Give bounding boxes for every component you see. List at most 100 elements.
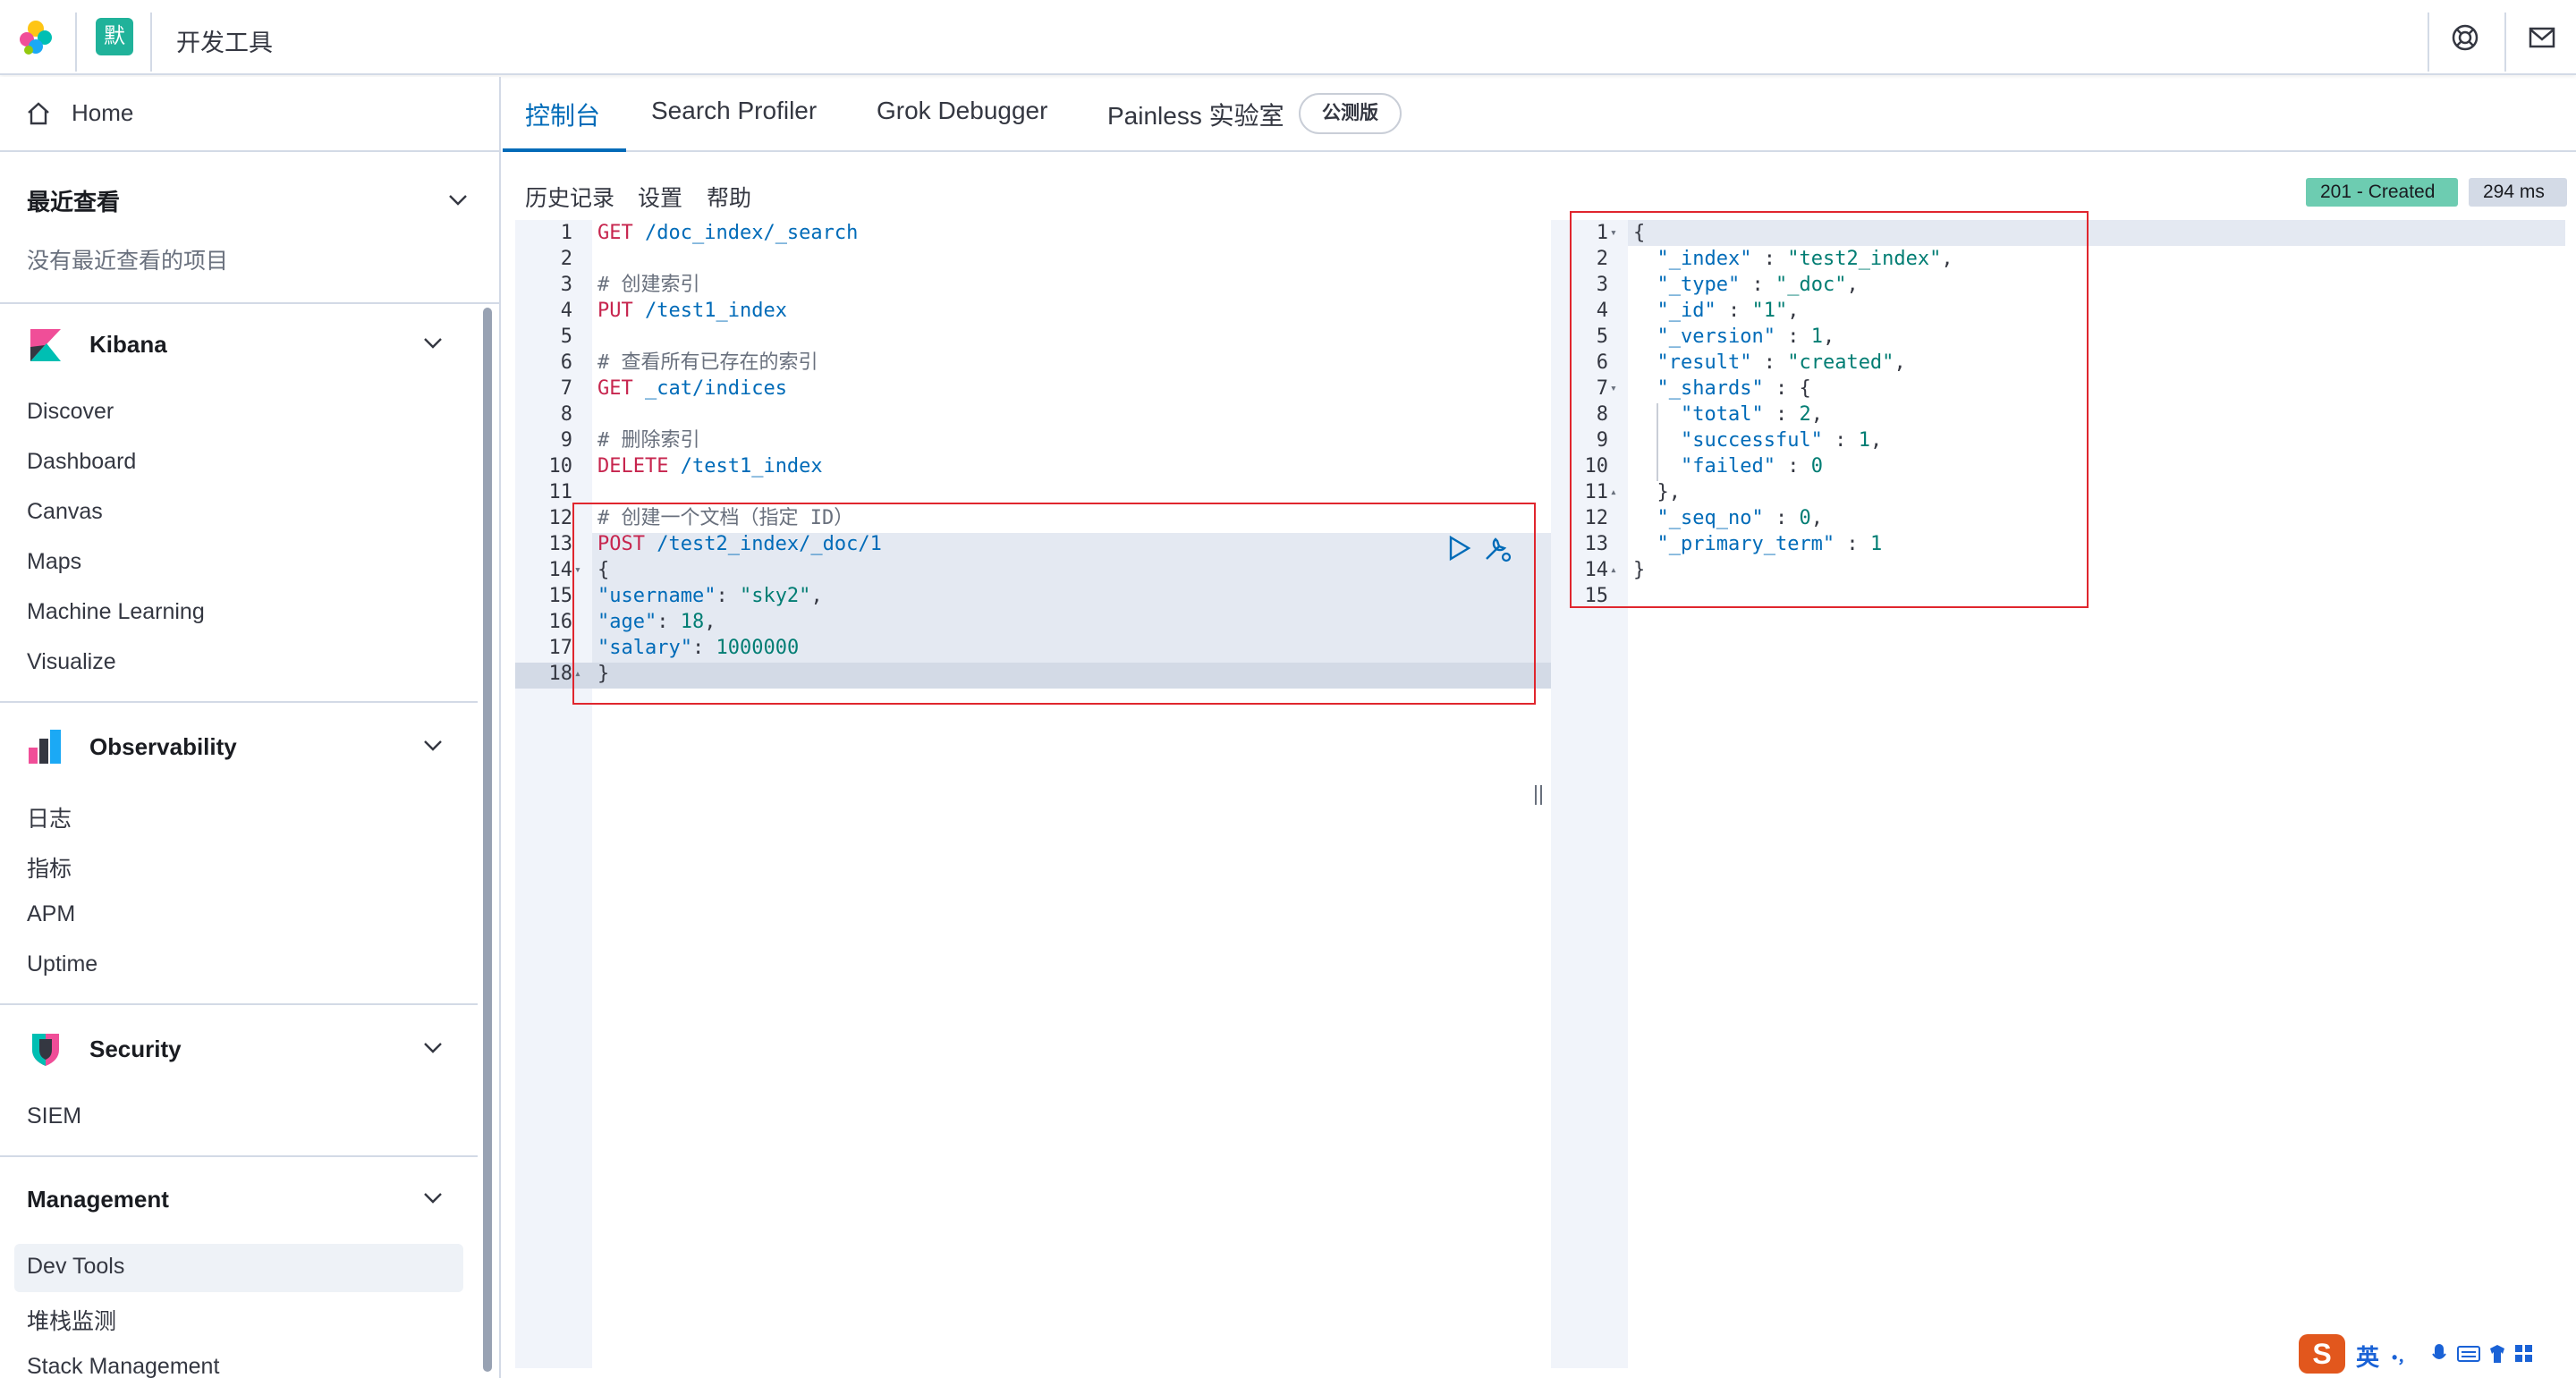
fold-toggle-icon[interactable]: ▾ <box>574 563 581 577</box>
sidebar-item-apm[interactable]: APM <box>27 901 76 926</box>
sidebar-item-maps[interactable]: Maps <box>27 549 82 574</box>
code-line[interactable]: 6# 查看所有已存在的索引 <box>515 350 1546 376</box>
line-number: 5 <box>1596 325 1608 348</box>
sidebar-scrollbar[interactable] <box>483 308 492 1372</box>
code-line[interactable]: 2 <box>515 246 1546 272</box>
editor-gutter <box>515 220 592 1368</box>
nav-group-management[interactable]: Management <box>27 1186 169 1213</box>
line-number: 6 <box>560 351 572 374</box>
mail-icon[interactable] <box>2524 20 2560 55</box>
code-line[interactable]: 3 "_type" : "_doc", <box>1551 272 2576 298</box>
code-line[interactable]: 4 "_id" : "1", <box>1551 298 2576 324</box>
space-avatar[interactable]: 默 <box>96 18 133 55</box>
code-line[interactable]: 15"username": "sky2", <box>515 583 1546 609</box>
code-line[interactable]: 14▾{ <box>515 557 1546 583</box>
play-icon[interactable] <box>1449 535 1471 562</box>
wrench-icon[interactable] <box>1486 537 1512 562</box>
code-line[interactable]: 13 "_primary_term" : 1 <box>1551 531 2576 557</box>
code-line[interactable]: 2 "_index" : "test2_index", <box>1551 246 2576 272</box>
chevron-down-icon[interactable] <box>420 1036 445 1061</box>
sidebar-item-metrics[interactable]: 指标 <box>27 857 72 882</box>
code-line[interactable]: 17"salary": 1000000 <box>515 635 1546 661</box>
tab-console[interactable]: 控制台 <box>525 102 601 130</box>
nav-group-observability[interactable]: Observability <box>89 733 237 760</box>
code-line[interactable]: 11 <box>515 479 1546 505</box>
recent-section-title[interactable]: 最近查看 <box>27 189 121 216</box>
menu-settings[interactable]: 设置 <box>638 186 683 211</box>
fold-toggle-icon[interactable]: ▴ <box>1610 563 1617 577</box>
response-output[interactable]: 1▾{2 "_index" : "test2_index",3 "_type" … <box>1551 220 2565 1368</box>
code-line[interactable]: 10 "failed" : 0 <box>1551 453 2576 479</box>
microphone-icon[interactable] <box>2432 1344 2446 1359</box>
tab-painless-lab[interactable]: Painless 实验室 <box>1107 102 1284 130</box>
line-number: 10 <box>1584 455 1609 478</box>
code-line[interactable]: 1▾{ <box>1551 220 2576 246</box>
output-gutter <box>1551 220 1628 1368</box>
code-line[interactable]: 3# 创建索引 <box>515 272 1546 298</box>
sidebar-item-discover[interactable]: Discover <box>27 399 114 424</box>
sidebar-item-logs[interactable]: 日志 <box>27 807 72 832</box>
fold-toggle-icon[interactable]: ▾ <box>1610 382 1617 395</box>
keyboard-icon[interactable] <box>2457 1346 2480 1362</box>
fold-toggle-icon[interactable]: ▴ <box>1610 486 1617 499</box>
resize-handle[interactable] <box>1535 785 1542 805</box>
ime-punctuation-toggle[interactable]: •， <box>2392 1348 2414 1366</box>
chevron-down-icon[interactable] <box>420 1186 445 1211</box>
code-text: "total" : 2, <box>1680 403 1823 426</box>
nav-group-security[interactable]: Security <box>89 1036 182 1062</box>
chevron-down-icon[interactable] <box>445 188 470 213</box>
menu-help[interactable]: 帮助 <box>707 186 752 211</box>
chevron-down-icon[interactable] <box>420 331 445 356</box>
code-line[interactable]: 11▴ }, <box>1551 479 2576 505</box>
toolbox-icon[interactable] <box>2515 1345 2532 1362</box>
tab-grok-debugger[interactable]: Grok Debugger <box>877 97 1048 124</box>
menu-history[interactable]: 历史记录 <box>525 186 615 211</box>
sidebar-item-uptime[interactable]: Uptime <box>27 951 98 976</box>
sidebar-item-home[interactable]: Home <box>0 77 499 152</box>
ime-language-toggle[interactable]: 英 <box>2356 1344 2380 1371</box>
fold-toggle-icon[interactable]: ▴ <box>574 667 581 681</box>
help-lifebuoy-icon[interactable] <box>2447 20 2483 55</box>
sidebar-item-visualize[interactable]: Visualize <box>27 649 116 674</box>
line-number: 18 <box>548 663 573 685</box>
sidebar-item-canvas[interactable]: Canvas <box>27 499 103 524</box>
code-line[interactable]: 14▴} <box>1551 557 2576 583</box>
sidebar-item-machine-learning[interactable]: Machine Learning <box>27 599 205 624</box>
skin-icon[interactable] <box>2490 1345 2504 1363</box>
code-line[interactable]: 16"age": 18, <box>515 609 1546 635</box>
line-number: 12 <box>548 507 573 529</box>
code-line[interactable]: 15 <box>1551 583 2576 609</box>
code-line[interactable]: 9# 删除索引 <box>515 427 1546 453</box>
code-line[interactable]: 5 "_version" : 1, <box>1551 324 2576 350</box>
sidebar-item-dev-tools[interactable]: Dev Tools <box>27 1254 125 1279</box>
code-line[interactable]: 8 "total" : 2, <box>1551 402 2576 427</box>
sidebar-item-siem[interactable]: SIEM <box>27 1103 82 1129</box>
code-line[interactable]: 5 <box>515 324 1546 350</box>
code-line[interactable]: 18▴} <box>515 661 1546 687</box>
elastic-logo-icon[interactable] <box>16 18 55 57</box>
code-line[interactable]: 6 "result" : "created", <box>1551 350 2576 376</box>
code-line[interactable]: 9 "successful" : 1, <box>1551 427 2576 453</box>
sidebar-item-stack-monitoring[interactable]: 堆栈监测 <box>27 1309 117 1334</box>
tab-search-profiler[interactable]: Search Profiler <box>651 97 818 124</box>
sidebar-item-stack-management[interactable]: Stack Management <box>27 1354 220 1378</box>
sidebar-item-dashboard[interactable]: Dashboard <box>27 449 137 474</box>
chevron-down-icon[interactable] <box>420 733 445 758</box>
fold-toggle-icon[interactable]: ▾ <box>1610 226 1617 240</box>
code-line[interactable]: 7▾ "_shards" : { <box>1551 376 2576 402</box>
code-text: }, <box>1633 481 1681 503</box>
divider <box>0 1155 478 1157</box>
code-line[interactable]: 12# 创建一个文档（指定 ID） <box>515 505 1546 531</box>
code-line[interactable]: 12 "_seq_no" : 0, <box>1551 505 2576 531</box>
code-line[interactable]: 8 <box>515 402 1546 427</box>
nav-group-kibana[interactable]: Kibana <box>89 331 167 358</box>
code-text: "_version" : 1, <box>1657 325 1835 348</box>
line-number: 11 <box>548 481 573 503</box>
sogou-ime-logo[interactable]: S <box>2299 1334 2345 1374</box>
